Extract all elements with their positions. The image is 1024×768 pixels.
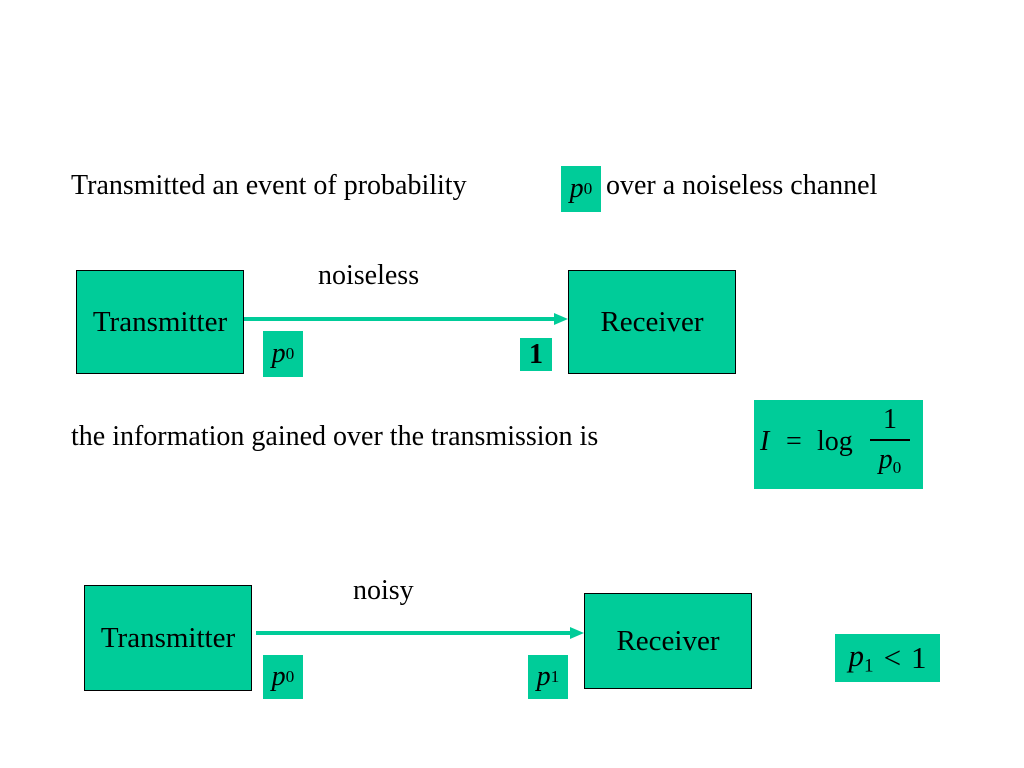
- formula-lhs: I: [760, 426, 770, 457]
- subscript-1: 1: [863, 655, 874, 677]
- transmitter-box-noiseless: Transmitter: [76, 270, 244, 374]
- subscript-0: 0: [285, 344, 295, 363]
- p-symbol: p: [569, 173, 584, 204]
- inequality-chip: p1 < 1: [835, 634, 940, 682]
- inequality-operator: <: [883, 640, 902, 675]
- receiver-box-noisy: Receiver: [584, 593, 752, 689]
- noiseless-channel-arrow: [244, 313, 568, 325]
- formula-log: log: [817, 426, 853, 457]
- fraction-bar: [870, 439, 910, 441]
- inequality-rhs: 1: [911, 640, 927, 675]
- subscript-0: 0: [285, 667, 295, 686]
- formula-fraction: 1 p0: [870, 404, 910, 477]
- noisy-channel-arrow: [256, 627, 584, 639]
- formula-denominator: p0: [879, 444, 902, 478]
- subscript-1: 1: [550, 667, 560, 686]
- p-symbol: p: [536, 661, 551, 692]
- formula-equals: =: [786, 426, 802, 457]
- information-formula: I = log 1 p0: [754, 400, 923, 489]
- noiseless-label: noiseless: [318, 260, 420, 291]
- information-text: the information gained over the transmis…: [71, 421, 599, 452]
- received-probability-one: 1: [520, 338, 552, 371]
- inequality-lhs: p1: [848, 638, 873, 677]
- p-symbol: p: [271, 338, 286, 369]
- intro-text-before: Transmitted an event of probability: [71, 170, 467, 201]
- noisy-label: noisy: [353, 575, 414, 606]
- receiver-box-noiseless: Receiver: [568, 270, 736, 374]
- transmitter-box-noisy: Transmitter: [84, 585, 252, 691]
- p-symbol: p: [878, 443, 893, 475]
- subscript-0: 0: [892, 457, 902, 477]
- intro-text-after: over a noiseless channel: [606, 170, 878, 201]
- p-symbol: p: [271, 661, 286, 692]
- formula-numerator: 1: [883, 404, 897, 435]
- subscript-0: 0: [583, 179, 593, 198]
- p-symbol: p: [848, 638, 864, 674]
